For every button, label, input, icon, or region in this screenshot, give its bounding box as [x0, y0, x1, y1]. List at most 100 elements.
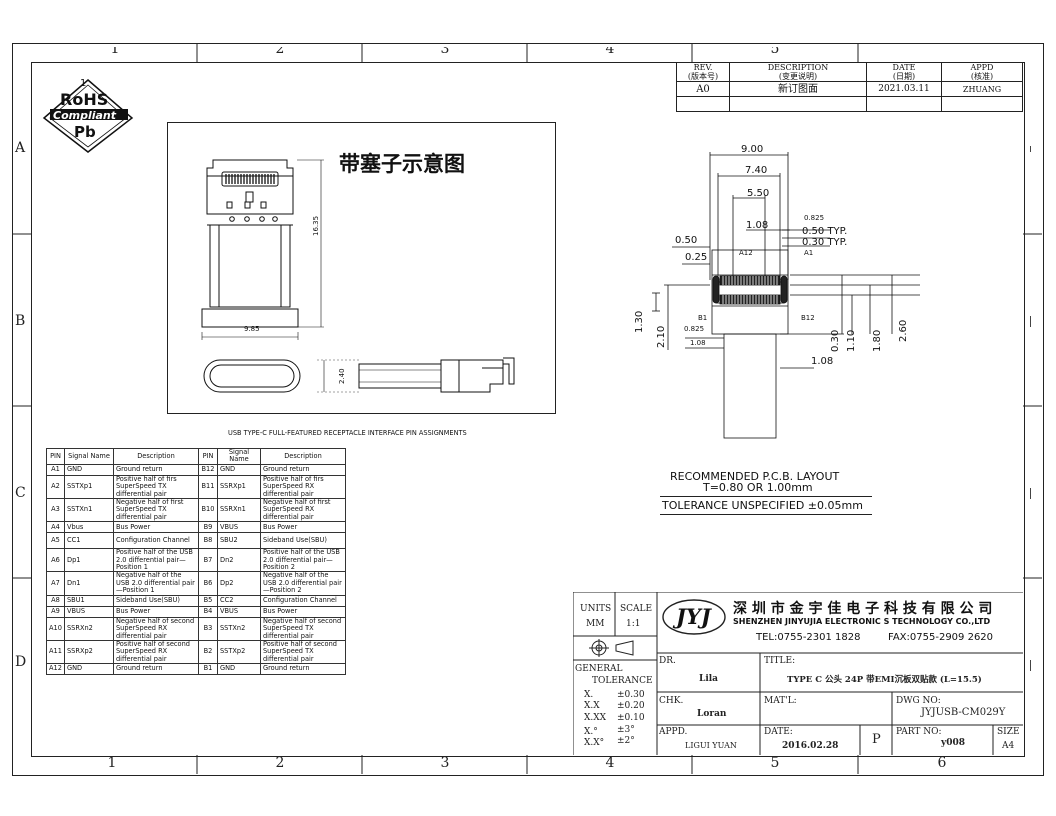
- zone-top-4: 4: [605, 47, 615, 55]
- signal-name: Vbus: [64, 521, 114, 534]
- pin-number: B2: [198, 639, 218, 665]
- pcb-dim-0-50: 0.50: [675, 235, 698, 246]
- pin-number: A6: [46, 548, 65, 573]
- signal-name: GND: [64, 463, 114, 476]
- zone-top-5: 5: [770, 47, 780, 55]
- pin-number: B11: [198, 474, 218, 500]
- signal-name: SSTXp2: [217, 639, 261, 665]
- pin-description: Negative half of first SuperSpeed TX dif…: [113, 498, 199, 523]
- rohs-compliant: Compliant: [53, 109, 117, 122]
- pcb-caption-1: RECOMMENDED P.C.B. LAYOUT: [670, 470, 840, 483]
- pin-description: Negative half of the USB 2.0 differentia…: [260, 571, 346, 596]
- pcb-layout-drawing: [652, 152, 920, 439]
- pin-number: B5: [198, 594, 218, 607]
- signal-name: SBU1: [64, 594, 114, 607]
- pcb-vdim-1-10: 1.10: [846, 329, 857, 352]
- pin-number: B9: [198, 521, 218, 534]
- rohs-pb: Pb: [74, 123, 96, 141]
- pcb-dim-1-08: 1.08: [746, 220, 769, 231]
- pin-number: A2: [46, 474, 65, 500]
- tol-key-4: X.X°: [584, 738, 605, 748]
- p-label: P: [872, 732, 881, 747]
- pin-description: Ground return: [260, 663, 346, 676]
- title-block: UNITS MM SCALE 1:1 GENERAL TOLERANCE X. …: [573, 592, 1023, 755]
- size-value: A4: [1002, 741, 1015, 751]
- scale-value: 1:1: [626, 619, 641, 629]
- pcb-vdim-2-60: 2.60: [898, 319, 909, 342]
- pcb-pin-b12: B12: [801, 314, 815, 322]
- pin-description: Sideband Use(SBU): [260, 532, 346, 550]
- pin-description: Negative half of second SuperSpeed TX di…: [260, 616, 346, 641]
- pin-number: B6: [198, 571, 218, 596]
- pin-description: Positive half of firs SuperSpeed TX diff…: [113, 474, 199, 500]
- title-block-lines: [573, 592, 1023, 755]
- pin-description: Configuration Channel: [113, 532, 199, 550]
- date-label: DATE:: [764, 727, 793, 737]
- pin-description: Ground return: [113, 663, 199, 676]
- rohs-badge: 1 RoHS Compliant Pb: [38, 78, 138, 154]
- pcb-dim-7-40: 7.40: [745, 165, 768, 176]
- zone-right-b-mark: [1030, 316, 1031, 327]
- pin-number: B3: [198, 616, 218, 641]
- pin-description: Positive half of the USB 2.0 differentia…: [113, 548, 199, 573]
- zone-bottom-1: 1: [107, 755, 117, 771]
- tolerance-label: TOLERANCE: [592, 676, 653, 686]
- pin-table-title: USB TYPE-C FULL-FEATURED RECEPTACLE INTE…: [228, 429, 467, 437]
- pcb-dim-9-00: 9.00: [741, 144, 764, 155]
- pin-number: B10: [198, 498, 218, 523]
- pin-number: B4: [198, 605, 218, 618]
- pin-number: A10: [46, 616, 65, 641]
- zone-right-a-mark: [1030, 146, 1031, 152]
- pin-description: Ground return: [113, 463, 199, 476]
- pcb-typ-1: 0.50 TYP.: [802, 226, 848, 237]
- zone-bottom-2: 2: [275, 755, 285, 771]
- signal-name: Dn1: [64, 571, 114, 596]
- zone-left-a: A: [15, 140, 26, 156]
- tol-val-1: ±0.20: [617, 701, 645, 711]
- pin-number: A9: [46, 605, 65, 618]
- zone-bottom-6: 6: [937, 755, 947, 771]
- pin-description: Configuration Channel: [260, 594, 346, 607]
- plug-dim-side: 2.40: [338, 368, 346, 384]
- signal-name: VBUS: [64, 605, 114, 618]
- pcb-pin-a1: A1: [804, 249, 814, 257]
- title-label: TITLE:: [764, 656, 796, 666]
- units-label: UNITS: [580, 604, 612, 614]
- zone-left-b: B: [15, 313, 26, 329]
- zone-bottom-5: 5: [770, 755, 780, 771]
- general-label: GENERAL: [575, 664, 623, 674]
- tol-val-4: ±2°: [617, 736, 635, 746]
- signal-name: VBUS: [217, 521, 261, 534]
- pin-number: A5: [46, 532, 65, 550]
- signal-name: SBU2: [217, 532, 261, 550]
- scale-label: SCALE: [620, 604, 653, 614]
- signal-name: SSTXp1: [64, 474, 114, 500]
- pcb-vdim-0-30: 0.30: [830, 329, 841, 352]
- pin-description: Negative half of the USB 2.0 differentia…: [113, 571, 199, 596]
- dr-value: Lila: [699, 674, 718, 684]
- pcb-dim-0-825: 0.825: [804, 214, 825, 222]
- outer-border: [12, 43, 1044, 776]
- company-fax: FAX:0755-2909 2620: [888, 632, 994, 643]
- pin-number: A7: [46, 571, 65, 596]
- zone-right-d-mark: [1030, 660, 1031, 671]
- pin-number: B8: [198, 532, 218, 550]
- company-name-cn: 深 圳 市 金 宇 佳 电 子 科 技 有 限 公 司: [733, 601, 993, 617]
- pin-number: A4: [46, 521, 65, 534]
- signal-name: SSTXn1: [64, 498, 114, 523]
- rohs-sup: 1: [80, 78, 87, 89]
- zone-right-c-mark: [1030, 488, 1031, 499]
- part-label: PART NO:: [896, 727, 942, 737]
- pcb-pin-a12: A12: [739, 249, 753, 257]
- revision-row: A0 新订图面 2021.03.11 ZHUANG: [676, 81, 1023, 97]
- tol-key-1: X.X: [584, 701, 600, 711]
- pin-number: A12: [46, 663, 65, 676]
- projection-symbol-icon: [589, 639, 634, 657]
- pin-number: B7: [198, 548, 218, 573]
- rohs-title: RoHS: [60, 90, 109, 109]
